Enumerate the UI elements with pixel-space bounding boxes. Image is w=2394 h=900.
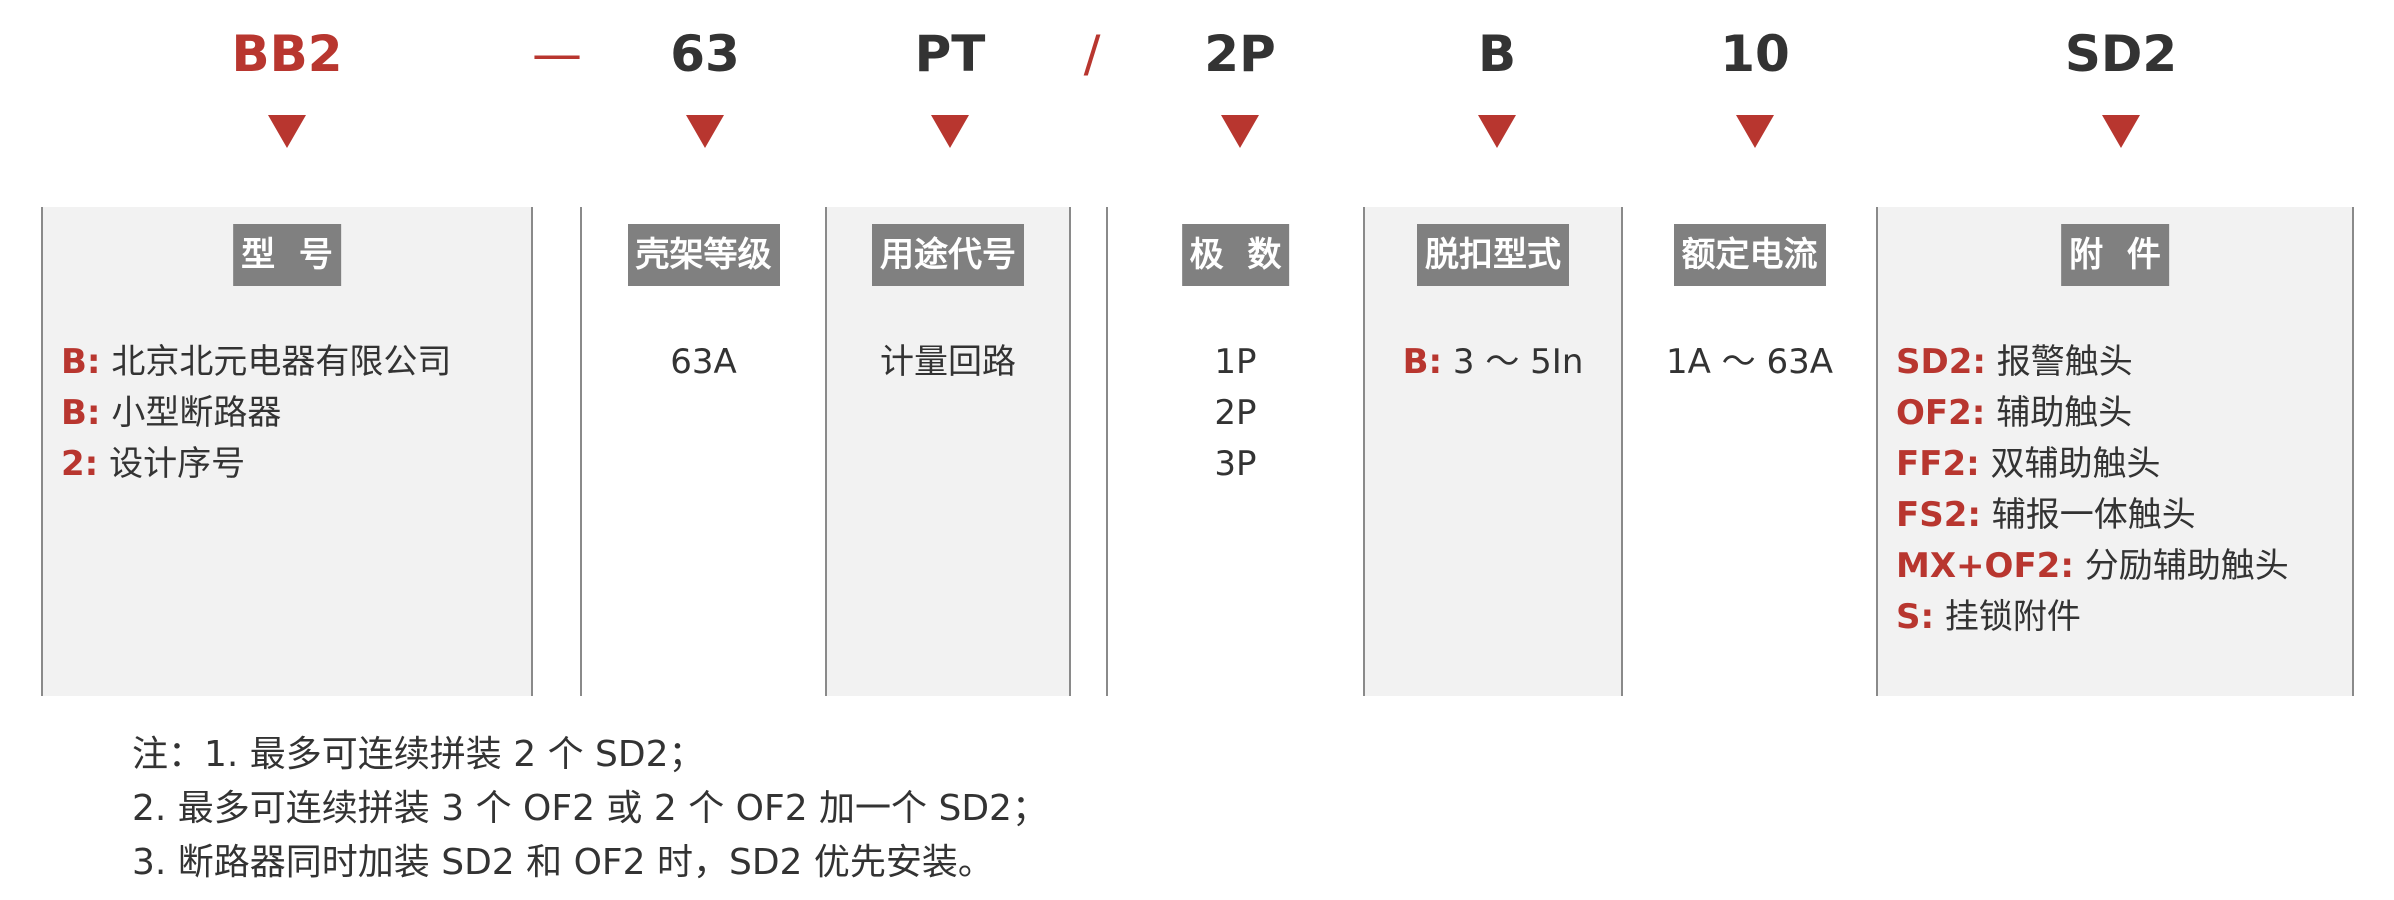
column-label: 脱扣型式 [1417,224,1569,286]
code-poles: 2P [1204,25,1276,83]
column-label: 用途代号 [872,224,1024,286]
column-label: 型 号 [233,224,341,286]
column-model: 型 号 B: 北京北元电器有限公司 B: 小型断路器 2: 设计序号 [41,207,533,696]
list-item: FS2: 辅报一体触头 [1896,495,2196,535]
list-item: 1A ～ 63A [1665,342,1834,382]
code-accessory: SD2 [2064,25,2178,83]
list-item: 63A [670,342,737,382]
column-body: 1P 2P 3P [1108,337,1363,490]
code-trip: B [1477,25,1517,83]
list-item: MX+OF2: 分励辅助触头 [1896,546,2289,586]
list-item: SD2: 报警触头 [1896,342,2133,382]
column-label: 壳架等级 [627,224,780,286]
column-body: 计量回路 [827,337,1069,388]
list-item: B: 北京北元电器有限公司 [61,342,452,382]
column-label: 附 件 [2061,224,2169,286]
list-item: 2: 设计序号 [61,444,246,484]
list-item: S: 挂锁附件 [1896,597,2081,637]
notes: 注：1. 最多可连续拼装 2 个 SD2； 2. 最多可连续拼装 3 个 OF2… [132,728,1048,890]
list-item: B: 3 ～ 5In [1402,342,1584,382]
list-item: OF2: 辅助触头 [1896,393,2133,433]
note-line: 注：1. 最多可连续拼装 2 个 SD2； [132,734,705,775]
list-item: 1P [1214,342,1257,382]
column-frame-rating: 壳架等级 63A [580,207,827,696]
column-accessories: 附 件 SD2: 报警触头 OF2: 辅助触头 FF2: 双辅助触头 FS2: … [1876,207,2354,696]
column-trip-type: 脱扣型式 B: 3 ～ 5In [1363,207,1623,696]
slash-separator: / [1083,25,1101,83]
code-series: BB2 [231,25,343,83]
note-line: 3. 断路器同时加装 SD2 和 OF2 时，SD2 优先安装。 [132,842,994,883]
arrow-down-icon [2102,115,2140,148]
code-current: 10 [1720,25,1790,83]
dash-separator: — [532,25,582,83]
arrow-down-icon [931,115,969,148]
list-item: 2P [1214,393,1257,433]
column-label: 额定电流 [1673,224,1826,286]
column-body: 63A [582,337,825,388]
arrow-down-icon [686,115,724,148]
arrow-down-icon [268,115,306,148]
column-body: 1A ～ 63A [1623,337,1876,388]
code-frame: 63 [670,25,740,83]
note-line: 2. 最多可连续拼装 3 个 OF2 或 2 个 OF2 加一个 SD2； [132,788,1048,829]
code-usage: PT [914,25,986,83]
column-body: SD2: 报警触头 OF2: 辅助触头 FF2: 双辅助触头 FS2: 辅报一体… [1896,337,2289,643]
arrow-down-icon [1478,115,1516,148]
list-item: B: 小型断路器 [61,393,282,433]
column-usage-code: 用途代号 计量回路 [825,207,1071,696]
column-rated-current: 额定电流 1A ～ 63A [1621,207,1878,696]
list-item: 3P [1214,444,1257,484]
column-poles: 极 数 1P 2P 3P [1106,207,1365,696]
column-body: B: 北京北元电器有限公司 B: 小型断路器 2: 设计序号 [61,337,451,490]
arrow-down-icon [1736,115,1774,148]
arrow-down-icon [1221,115,1259,148]
column-label: 极 数 [1181,224,1290,286]
list-item: 计量回路 [880,342,1016,382]
column-body: B: 3 ～ 5In [1365,337,1621,388]
list-item: FF2: 双辅助触头 [1896,444,2161,484]
